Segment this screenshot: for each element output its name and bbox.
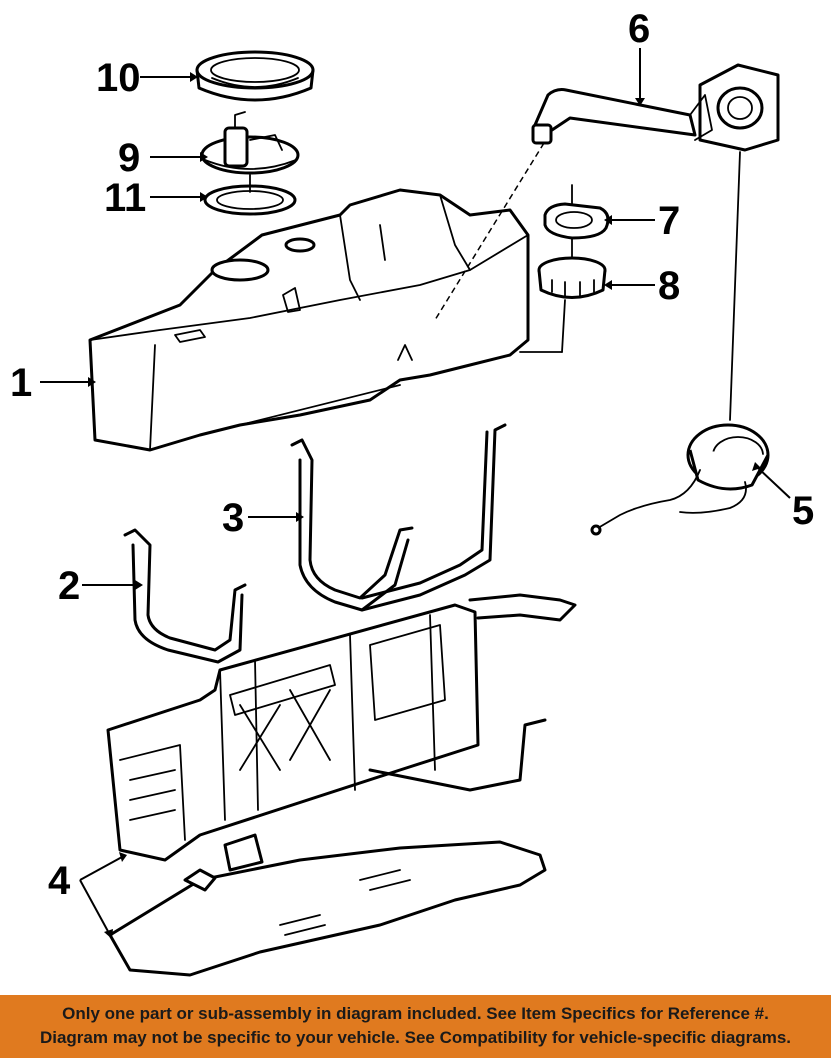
part-11-seal bbox=[203, 174, 297, 216]
part-4-skid-plate bbox=[106, 593, 577, 977]
parts-diagram: 1 2 3 4 5 6 7 8 9 10 11 bbox=[10, 7, 814, 977]
disclaimer-line-1: Only one part or sub-assembly in diagram… bbox=[62, 1004, 769, 1023]
callout-2: 2 bbox=[58, 564, 80, 608]
part-7-retainer bbox=[543, 202, 610, 240]
callout-8: 8 bbox=[658, 264, 680, 308]
callout-9: 9 bbox=[118, 136, 140, 180]
part-9-fuel-pump bbox=[200, 111, 300, 175]
part-1-fuel-tank bbox=[88, 188, 530, 452]
callout-5: 5 bbox=[792, 489, 814, 533]
part-10-lock-ring bbox=[195, 50, 315, 102]
callout-3: 3 bbox=[222, 496, 244, 540]
part-5-filler-housing bbox=[590, 423, 770, 536]
callout-7: 7 bbox=[658, 199, 680, 243]
callout-4: 4 bbox=[48, 859, 71, 903]
disclaimer-line-2: Diagram may not be specific to your vehi… bbox=[39, 1028, 792, 1047]
disclaimer-banner: Only one part or sub-assembly in diagram… bbox=[0, 995, 831, 1058]
part-3-large-strap bbox=[290, 423, 507, 612]
part-6-filler-neck bbox=[531, 63, 780, 152]
callout-11: 11 bbox=[104, 176, 146, 220]
part-8-grommet bbox=[537, 256, 607, 299]
callout-leaders bbox=[40, 48, 791, 939]
callout-6: 6 bbox=[628, 7, 650, 51]
part-2-small-strap bbox=[123, 528, 247, 664]
callout-10: 10 bbox=[96, 56, 141, 100]
callout-1: 1 bbox=[10, 361, 32, 405]
